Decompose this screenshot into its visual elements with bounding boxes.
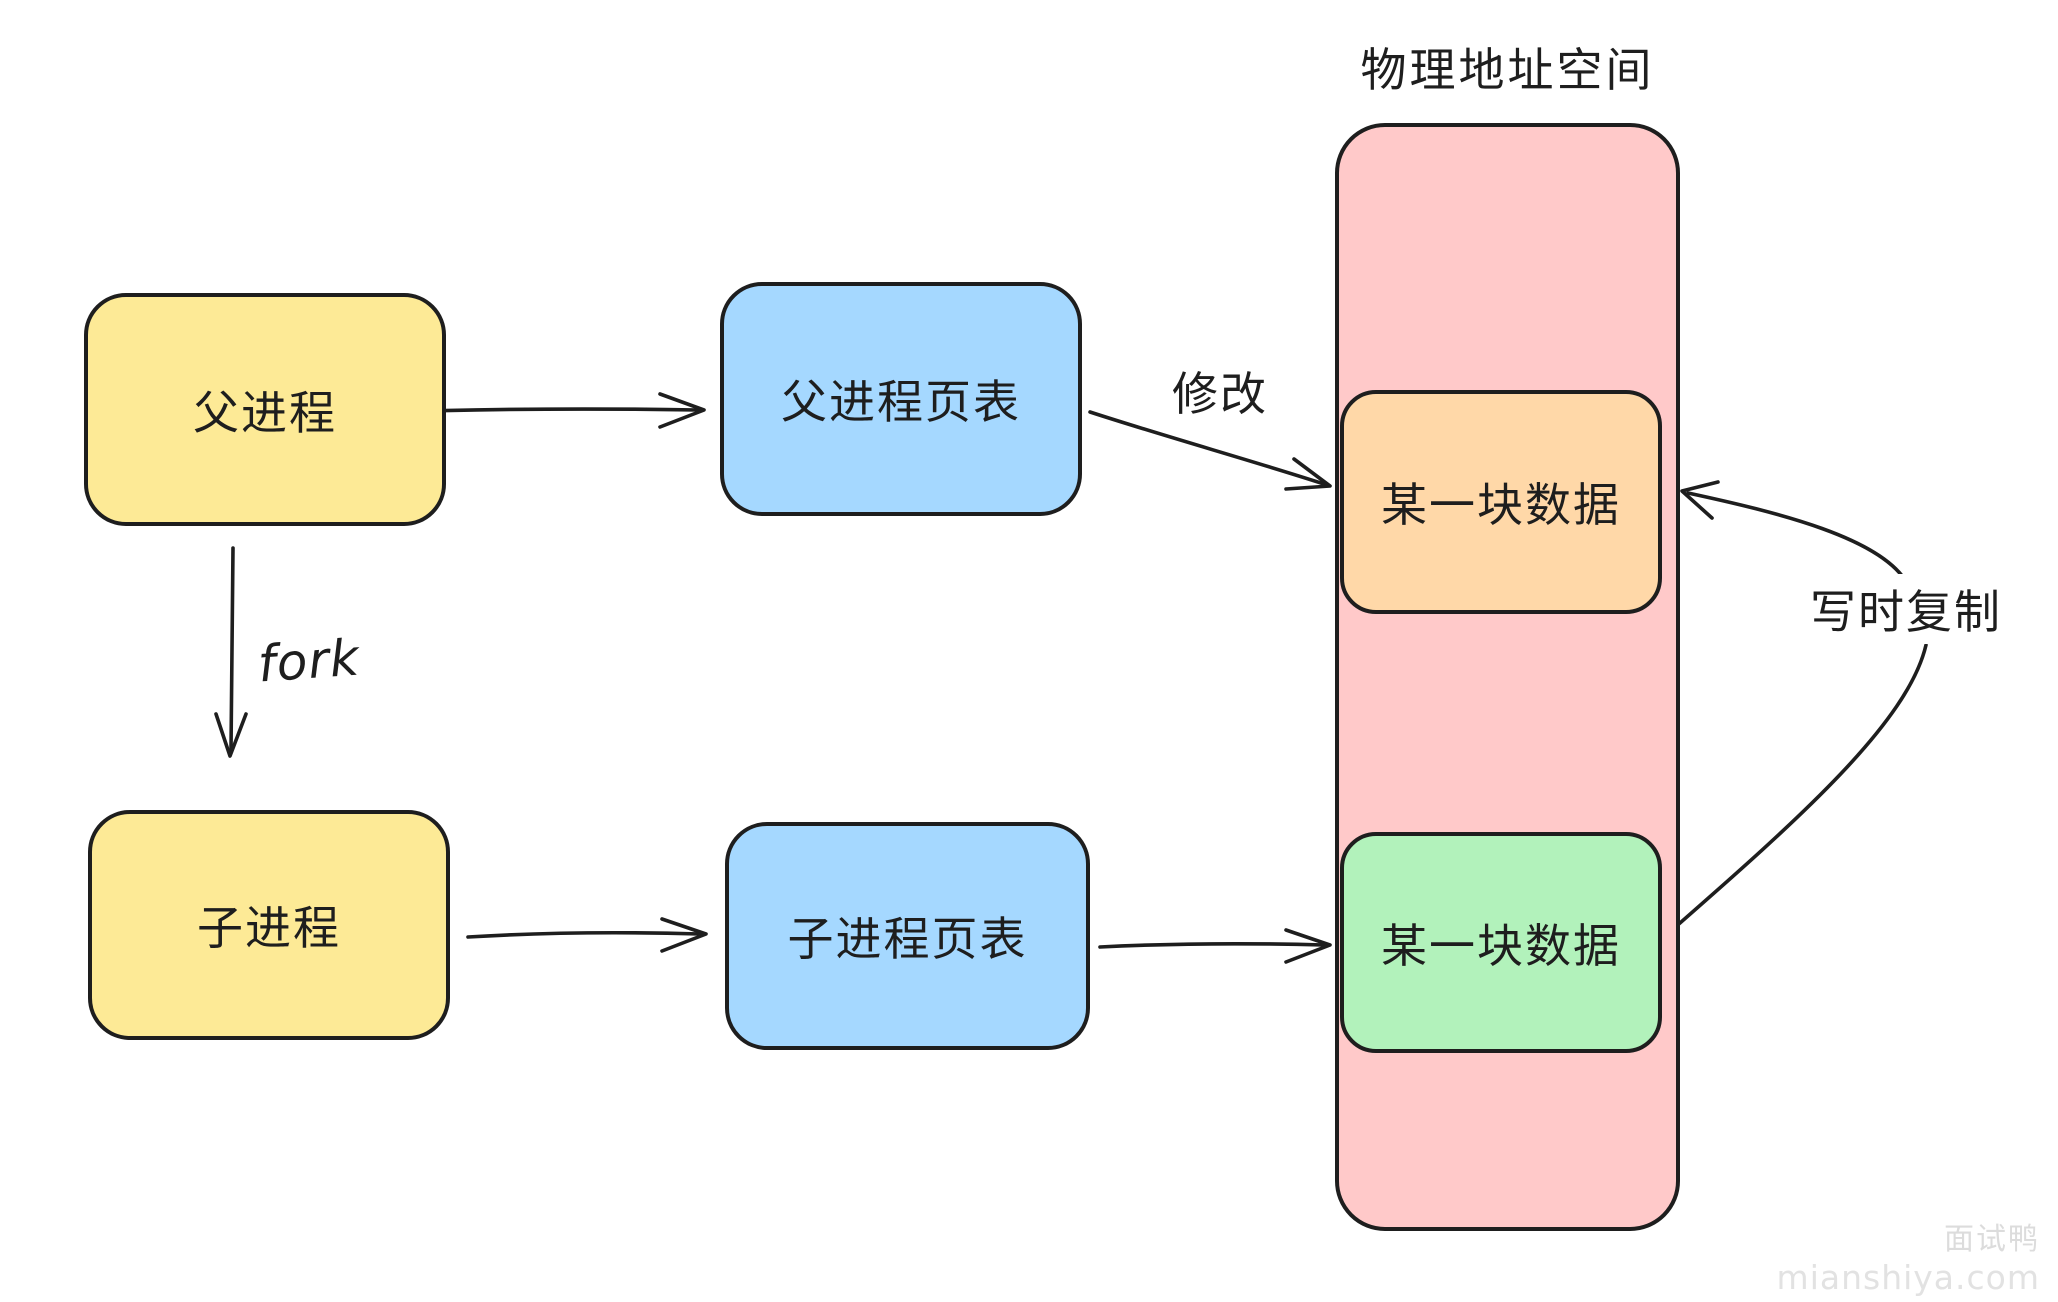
watermark: 面试鸭 mianshiya.com [1777, 1222, 2040, 1298]
data-block-shared-label: 某一块数据 [1381, 918, 1621, 973]
parent-process-box: 父进程 [84, 293, 446, 526]
copy-on-write-label: 写时复制 [1804, 574, 2008, 644]
parent-process-label: 父进程 [193, 385, 337, 440]
data-block-shared-box: 某一块数据 [1340, 832, 1662, 1053]
arrow-copy-on-write [1670, 480, 1928, 932]
child-process-box: 子进程 [88, 810, 450, 1040]
child-page-table-label: 子进程页表 [787, 912, 1028, 966]
arrow-child-page-table-to-shared-block [1098, 928, 1332, 964]
physical-address-space-column [1335, 123, 1680, 1231]
data-block-modified-box: 某一块数据 [1340, 390, 1662, 614]
data-block-modified-label: 某一块数据 [1381, 478, 1621, 532]
parent-page-table-label: 父进程页表 [781, 375, 1021, 429]
fork-label: fork [256, 628, 362, 694]
child-process-label: 子进程 [197, 901, 341, 955]
modify-label: 修改 [1172, 367, 1268, 421]
arrow-fork [214, 546, 248, 758]
child-page-table-box: 子进程页表 [725, 822, 1090, 1050]
physical-address-space-title: 物理地址空间 [1360, 43, 1655, 97]
watermark-name: 面试鸭 [1944, 1222, 2040, 1258]
watermark-site: mianshiya.com [1776, 1258, 2040, 1298]
arrow-child-to-child-page-table [466, 917, 708, 953]
parent-page-table-box: 父进程页表 [720, 282, 1082, 516]
